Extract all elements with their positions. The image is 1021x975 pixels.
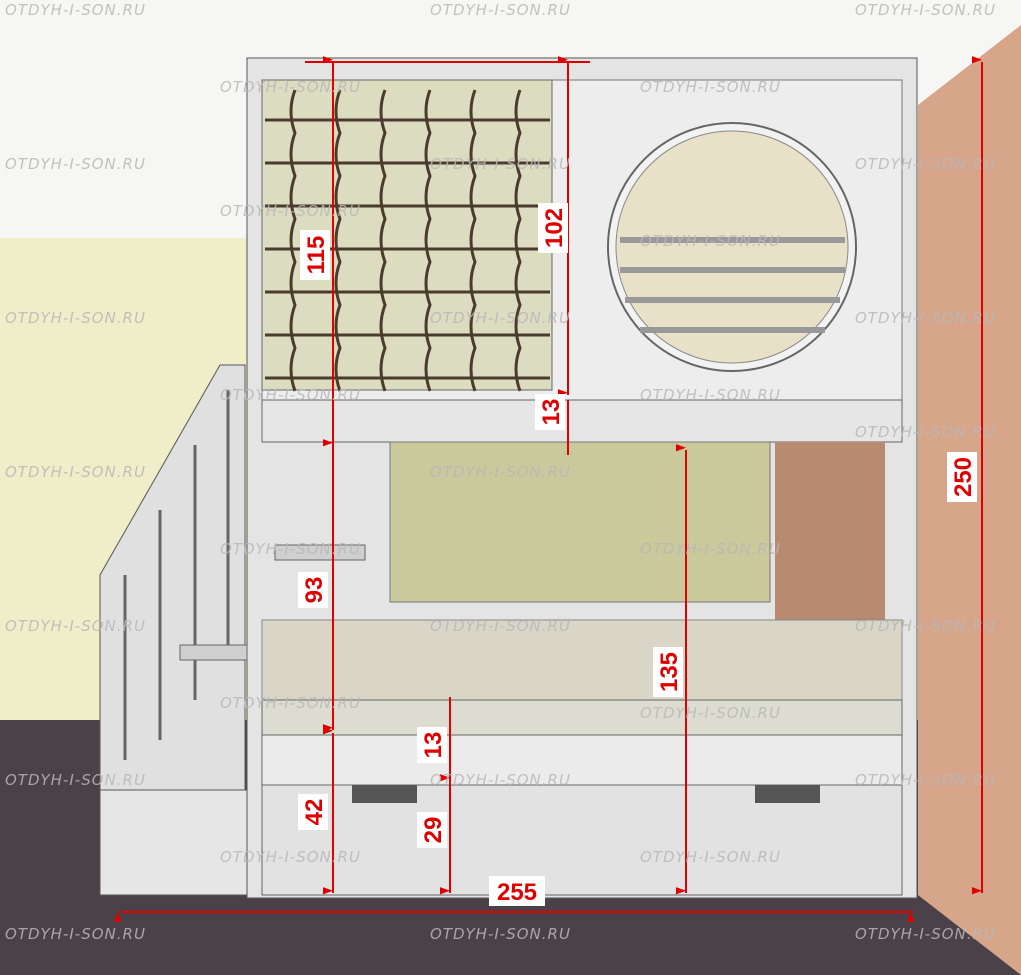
watermark-text: OTDYH-I-SON.RU — [220, 386, 361, 404]
dim-label-42: 42 — [301, 799, 328, 826]
watermark-text: OTDYH-I-SON.RU — [5, 771, 146, 789]
dim-label-255: 255 — [497, 879, 537, 906]
upper-beam — [261, 399, 903, 443]
watermark-text: OTDYH-I-SON.RU — [855, 309, 996, 327]
watermark-text: OTDYH-I-SON.RU — [640, 704, 781, 722]
drawer-handle[interactable] — [352, 785, 417, 803]
round-window-inner — [615, 130, 849, 364]
dim-label-29: 29 — [420, 817, 447, 844]
watermark-text: OTDYH-I-SON.RU — [430, 617, 571, 635]
dim-label-93: 93 — [301, 577, 328, 604]
watermark-text: OTDYH-I-SON.RU — [220, 202, 361, 220]
watermark-text: OTDYH-I-SON.RU — [430, 463, 571, 481]
watermark-text: OTDYH-I-SON.RU — [5, 1, 146, 19]
watermark-text: OTDYH-I-SON.RU — [5, 463, 146, 481]
dim-label-13-lower: 13 — [420, 732, 447, 759]
dim-label-135: 135 — [656, 652, 683, 692]
watermark-text: OTDYH-I-SON.RU — [640, 386, 781, 404]
watermark-text: OTDYH-I-SON.RU — [640, 848, 781, 866]
window-rails — [620, 237, 845, 333]
dim-label-115: 115 — [303, 236, 330, 275]
dimension-labels: 115 102 13 93 135 13 42 29 250 255 — [298, 203, 977, 906]
watermark-text: OTDYH-I-SON.RU — [5, 617, 146, 635]
lower-back-wall — [389, 441, 771, 603]
watermark-text: OTDYH-I-SON.RU — [5, 155, 146, 173]
watermark-text: OTDYH-I-SON.RU — [5, 309, 146, 327]
net-rope — [514, 89, 522, 392]
watermark-text: OTDYH-I-SON.RU — [640, 540, 781, 558]
lower-mattress — [261, 619, 903, 706]
net-rope — [424, 89, 432, 392]
watermark-text: OTDYH-I-SON.RU — [855, 617, 996, 635]
watermark-text: OTDYH-I-SON.RU — [855, 925, 996, 943]
watermark-text: OTDYH-I-SON.RU — [430, 1, 571, 19]
watermark-text: OTDYH-I-SON.RU — [220, 694, 361, 712]
mattress-edge — [261, 699, 903, 736]
watermark-text: OTDYH-I-SON.RU — [220, 78, 361, 96]
watermark-text: OTDYH-I-SON.RU — [430, 155, 571, 173]
watermark-text: OTDYH-I-SON.RU — [855, 771, 996, 789]
net-rope — [334, 89, 342, 392]
watermark-text: OTDYH-I-SON.RU — [855, 155, 996, 173]
watermark-text: OTDYH-I-SON.RU — [855, 1, 996, 19]
dim-label-250: 250 — [950, 457, 977, 497]
drawer-base — [261, 784, 903, 896]
watermark-text: OTDYH-I-SON.RU — [220, 848, 361, 866]
lower-side-wall — [775, 442, 885, 642]
dimension-lines — [114, 56, 983, 922]
watermark-text: OTDYH-I-SON.RU — [640, 78, 781, 96]
watermark-text: OTDYH-I-SON.RU — [430, 309, 571, 327]
watermark-text: OTDYH-I-SON.RU — [640, 232, 781, 250]
watermark-text: OTDYH-I-SON.RU — [220, 540, 361, 558]
drawer-handle[interactable] — [755, 785, 820, 803]
watermarks: OTDYH-I-SON.RU OTDYH-I-SON.RU OTDYH-I-SON.… — [5, 1, 996, 943]
watermark-text: OTDYH-I-SON.RU — [430, 771, 571, 789]
stair-step — [179, 644, 248, 661]
stair-step — [274, 544, 366, 561]
bottom-step — [99, 789, 248, 896]
net-rope — [289, 89, 297, 392]
watermark-text: OTDYH-I-SON.RU — [430, 925, 571, 943]
dim-label-13-upper: 13 — [538, 399, 565, 426]
rope-net — [265, 89, 550, 392]
bed-rail — [261, 734, 903, 786]
net-rope — [379, 89, 387, 392]
watermark-text: OTDYH-I-SON.RU — [855, 423, 996, 441]
watermark-text: OTDYH-I-SON.RU — [5, 925, 146, 943]
net-rope — [469, 89, 477, 392]
dim-label-102: 102 — [541, 208, 568, 248]
